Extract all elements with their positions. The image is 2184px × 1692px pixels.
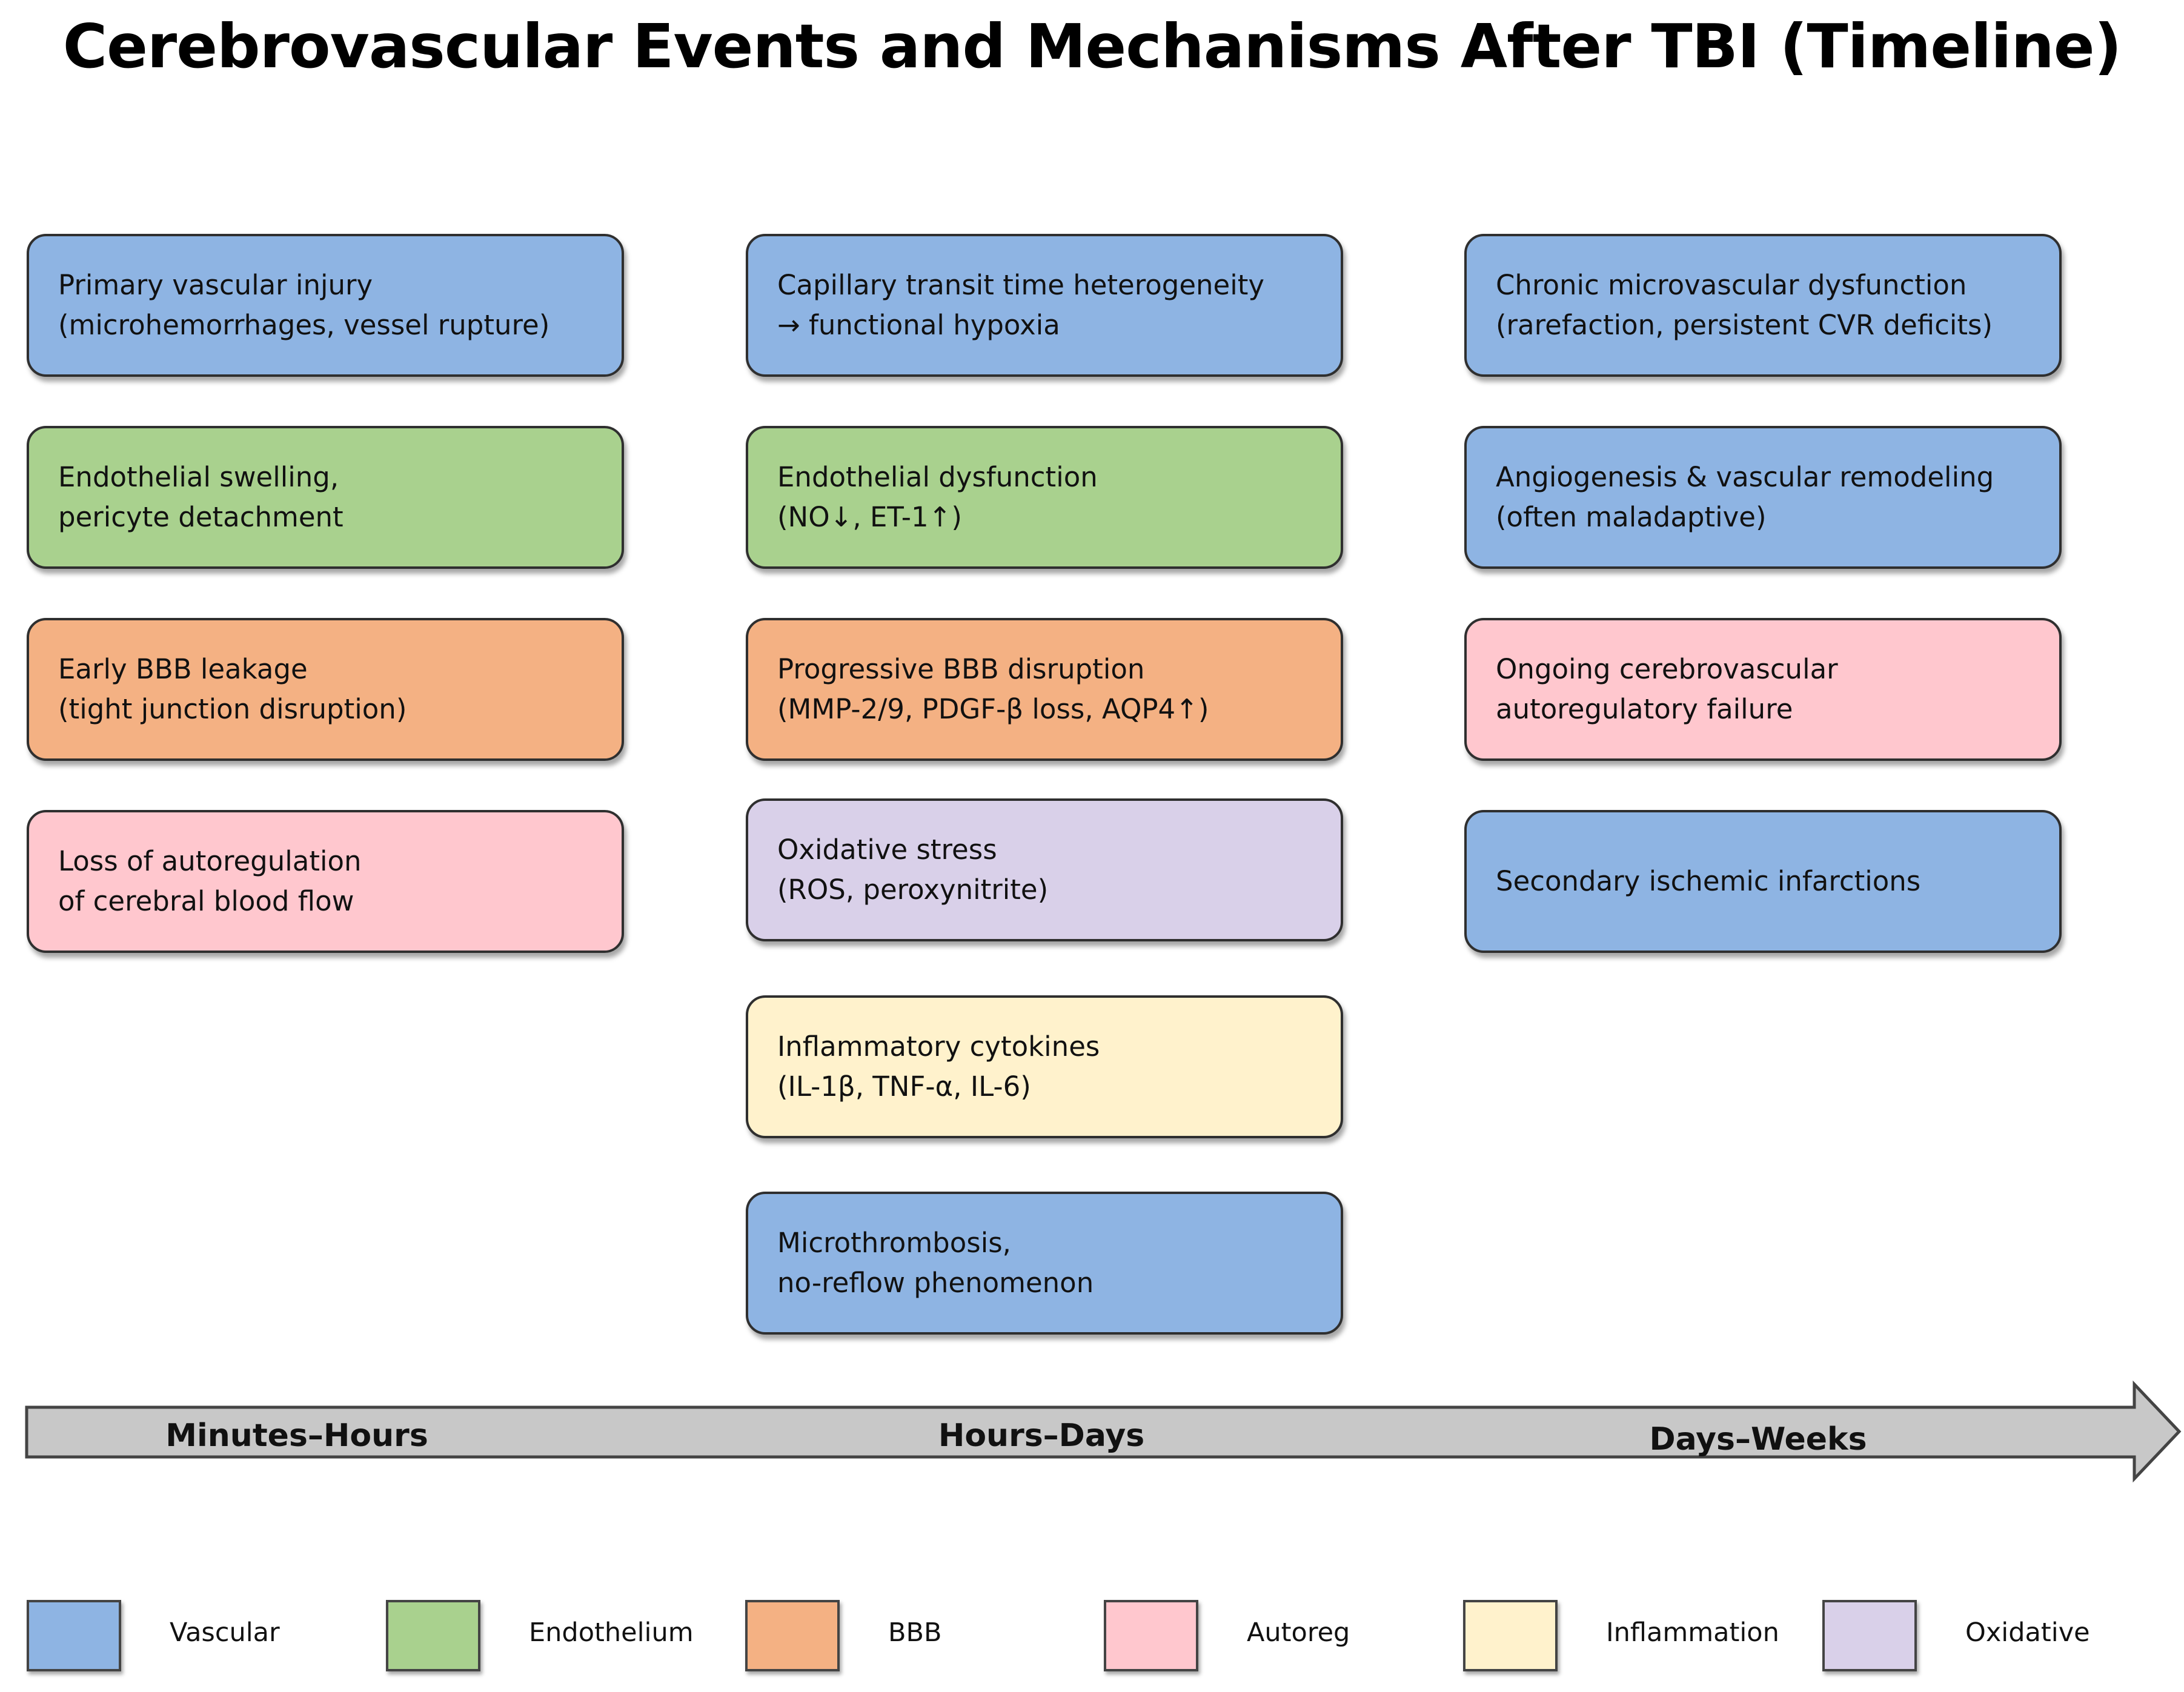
event-line: (ROS, peroxynitrite) (777, 874, 1049, 906)
event-line: Early BBB leakage (58, 653, 308, 685)
event-line: autoregulatory failure (1496, 693, 1793, 725)
event-line: no-reflow phenomenon (777, 1267, 1094, 1299)
timeline-arrow-shape (25, 1380, 2182, 1483)
event-line: (microhemorrhages, vessel rupture) (58, 309, 550, 341)
event-box: Primary vascular injury (microhemorrhage… (27, 234, 624, 377)
event-box: Secondary ischemic infarctions (1464, 810, 2062, 953)
event-box: Progressive BBB disruption (MMP-2/9, PDG… (746, 618, 1343, 761)
event-box: Loss of autoregulation of cerebral blood… (27, 810, 624, 953)
event-line: Angiogenesis & vascular remodeling (1496, 461, 1994, 493)
event-box: Endothelial dysfunction (NO↓, ET-1↑) (746, 426, 1343, 569)
event-line: Microthrombosis, (777, 1227, 1011, 1259)
event-line: Endothelial dysfunction (777, 461, 1098, 493)
event-line: of cerebral blood flow (58, 885, 354, 917)
event-box: Inflammatory cytokines (IL-1β, TNF-α, IL… (746, 995, 1343, 1138)
legend-swatch-autoreg (1104, 1600, 1198, 1671)
event-line: Chronic microvascular dysfunction (1496, 269, 1967, 301)
event-line: (MMP-2/9, PDGF-β loss, AQP4↑) (777, 693, 1209, 725)
event-line: Primary vascular injury (58, 269, 373, 301)
event-line: pericyte detachment (58, 501, 344, 533)
legend-label-oxidative: Oxidative (1965, 1617, 2090, 1648)
event-box: Oxidative stress (ROS, peroxynitrite) (746, 798, 1343, 941)
event-box: Ongoing cerebrovascular autoregulatory f… (1464, 618, 2062, 761)
event-line: (NO↓, ET-1↑) (777, 501, 962, 533)
event-line: → functional hypoxia (777, 309, 1060, 341)
legend-swatch-oxidative (1822, 1600, 1917, 1671)
event-box: Endothelial swelling, pericyte detachmen… (27, 426, 624, 569)
legend-label-bbb: BBB (888, 1617, 942, 1648)
legend-swatch-vascular (27, 1600, 121, 1671)
legend-label-vascular: Vascular (170, 1617, 280, 1648)
event-line: (tight junction disruption) (58, 693, 407, 725)
event-line: Loss of autoregulation (58, 845, 362, 877)
event-line: Progressive BBB disruption (777, 653, 1145, 685)
legend-swatch-inflammation (1463, 1600, 1558, 1671)
legend-label-inflammation: Inflammation (1606, 1617, 1779, 1648)
phase-label-days-weeks: Days–Weeks (1649, 1421, 1867, 1458)
phase-label-hours-days: Hours–Days (938, 1418, 1145, 1454)
event-line: Inflammatory cytokines (777, 1030, 1100, 1063)
event-box: Capillary transit time heterogeneity → f… (746, 234, 1343, 377)
event-line: Secondary ischemic infarctions (1496, 865, 1921, 897)
event-line: Endothelial swelling, (58, 461, 339, 493)
event-box: Angiogenesis & vascular remodeling (ofte… (1464, 426, 2062, 569)
event-line: (rarefaction, persistent CVR deficits) (1496, 309, 1993, 341)
legend-swatch-bbb (745, 1600, 840, 1671)
event-box: Early BBB leakage (tight junction disrup… (27, 618, 624, 761)
event-box: Microthrombosis, no-reflow phenomenon (746, 1192, 1343, 1335)
event-line: Capillary transit time heterogeneity (777, 269, 1265, 301)
legend-label-endothelium: Endothelium (529, 1617, 694, 1648)
event-line: (IL-1β, TNF-α, IL-6) (777, 1070, 1031, 1103)
legend-label-autoreg: Autoreg (1247, 1617, 1350, 1648)
event-line: Oxidative stress (777, 834, 997, 866)
event-line: Ongoing cerebrovascular (1496, 653, 1838, 685)
legend-swatch-endothelium (386, 1600, 480, 1671)
event-line: (often maladaptive) (1496, 501, 1767, 533)
diagram-title: Cerebrovascular Events and Mechanisms Af… (62, 11, 2122, 82)
event-box: Chronic microvascular dysfunction (raref… (1464, 234, 2062, 377)
phase-label-minutes-hours: Minutes–Hours (165, 1418, 428, 1454)
